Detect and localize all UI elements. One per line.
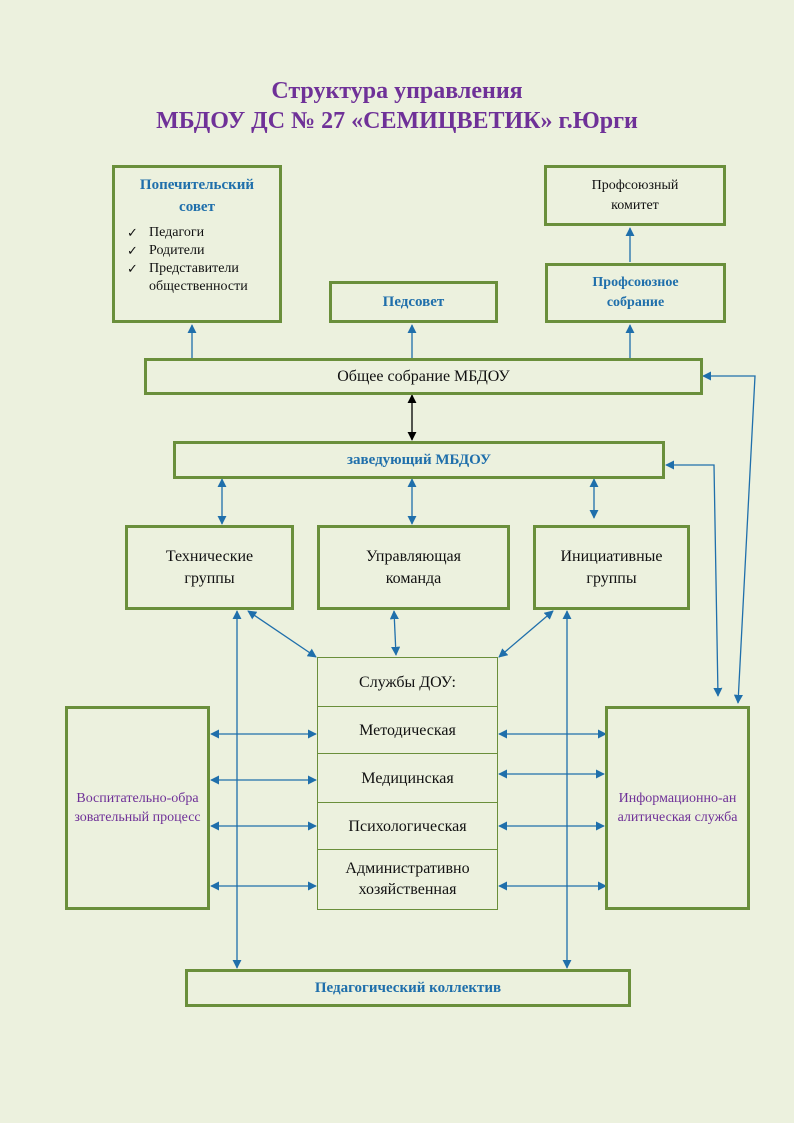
union-meeting-box: Профсоюзное собрание bbox=[545, 263, 726, 323]
ped-council-box: Педсовет bbox=[329, 281, 498, 323]
general-meeting-box: Общее собрание МБДОУ bbox=[144, 358, 703, 395]
board-box: Попечительский совет Педагоги Родители П… bbox=[112, 165, 282, 323]
board-member: Представители общественности bbox=[127, 260, 279, 296]
arrow-info-gm bbox=[702, 371, 756, 704]
union-committee-box: Профсоюзный комитет bbox=[544, 165, 726, 226]
info-service-box: Информационно-аналитическая служба bbox=[605, 706, 750, 910]
arrow-team-services bbox=[389, 610, 401, 656]
union-meeting-label: Профсоюзное собрание bbox=[592, 275, 679, 310]
board-member: Педагоги bbox=[127, 224, 279, 242]
tech-groups-label: Технические группы bbox=[165, 547, 254, 587]
mgmt-team-box: Управляющая команда bbox=[317, 525, 510, 610]
init-groups-label: Инициативные группы bbox=[560, 547, 663, 587]
page-title-line1: Структура управления bbox=[271, 78, 523, 104]
service-item: Медицинская bbox=[318, 754, 497, 803]
board-title: Попечительский совет bbox=[139, 177, 255, 215]
ped-staff-box: Педагогический коллектив bbox=[185, 969, 631, 1007]
head-box: заведующий МБДОУ bbox=[173, 441, 665, 479]
info-service-label: Информационно-аналитическая служба bbox=[617, 791, 738, 825]
service-item: Психологическая bbox=[318, 803, 497, 850]
page-title-line2: МБДОУ ДС № 27 «СЕМИЦВЕТИК» г.Юрги bbox=[156, 108, 638, 134]
head-label: заведующий МБДОУ bbox=[347, 451, 491, 468]
edu-process-label: Воспитательно-образовательный процесс bbox=[74, 791, 201, 825]
ped-staff-label: Педагогический коллектив bbox=[314, 979, 502, 996]
services-header: Службы ДОУ: bbox=[318, 658, 497, 707]
service-item: Методическая bbox=[318, 707, 497, 754]
general-meeting-label: Общее собрание МБДОУ bbox=[337, 367, 510, 385]
board-members: Педагоги Родители Представители обществе… bbox=[115, 224, 279, 296]
arrow-init-services bbox=[498, 610, 554, 658]
union-committee-label: Профсоюзный комитет bbox=[591, 177, 679, 213]
edu-process-box: Воспитательно-образовательный процесс bbox=[65, 706, 210, 910]
arrow-tech-services bbox=[247, 610, 317, 658]
service-item: Административно хозяйственная bbox=[345, 860, 470, 898]
ped-council-label: Педсовет bbox=[382, 293, 445, 310]
init-groups-box: Инициативные группы bbox=[533, 525, 690, 610]
services-box: Службы ДОУ: Методическая Медицинская Пси… bbox=[317, 657, 498, 910]
board-member: Родители bbox=[127, 242, 279, 260]
tech-groups-box: Технические группы bbox=[125, 525, 294, 610]
mgmt-team-label: Управляющая команда bbox=[365, 547, 461, 587]
